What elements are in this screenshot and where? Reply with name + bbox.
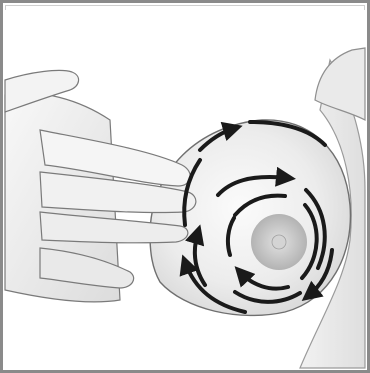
nipple — [272, 235, 286, 249]
